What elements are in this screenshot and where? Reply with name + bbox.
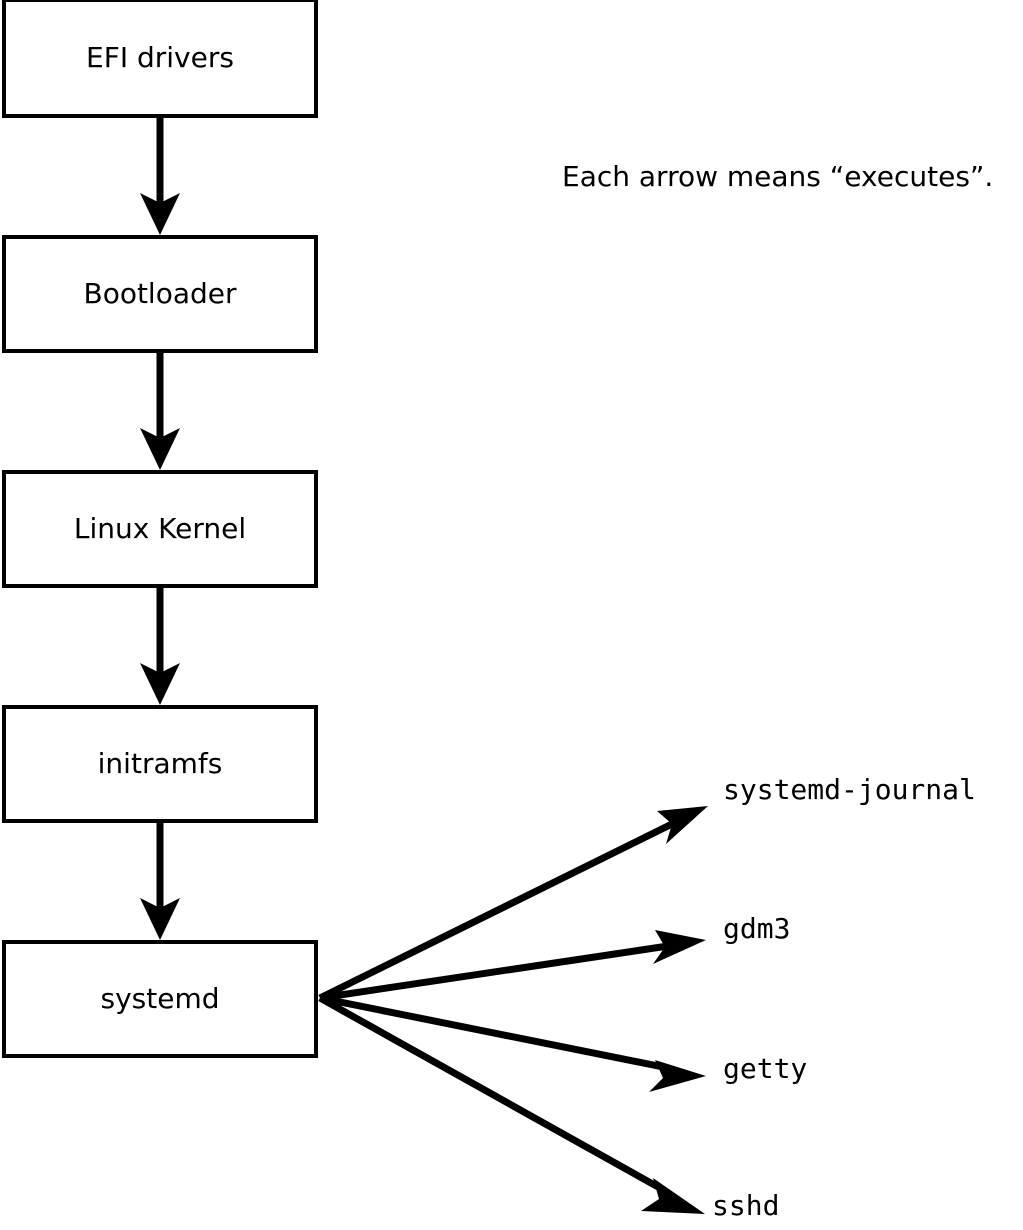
fanout-arrow-sshd (318, 994, 705, 1214)
stage-box-linux-kernel[interactable]: Linux Kernel (2, 470, 318, 588)
stage-label-bootloader: Bootloader (83, 277, 237, 310)
process-label-getty: getty (723, 1052, 808, 1085)
chain-arrow-initramfs-to-systemd (140, 823, 180, 940)
chain-arrow-kernel-to-initramfs (140, 588, 180, 705)
stage-box-initramfs[interactable]: initramfs (2, 705, 318, 823)
stage-label-systemd: systemd (100, 982, 220, 1015)
stage-label-initramfs: initramfs (97, 747, 223, 780)
stage-box-bootloader[interactable]: Bootloader (2, 235, 318, 353)
process-label-sshd: sshd (712, 1189, 780, 1222)
fanout-arrow-gdm3 (319, 930, 706, 1002)
stage-box-efi-drivers[interactable]: EFI drivers (2, 0, 318, 118)
chain-arrow-efi-to-bootloader (140, 118, 180, 235)
annotation-note: Each arrow means “executes”. (562, 160, 994, 193)
chain-arrow-bootloader-to-kernel (140, 353, 180, 470)
stage-box-systemd[interactable]: systemd (2, 940, 318, 1058)
stage-label-linux-kernel: Linux Kernel (73, 512, 247, 545)
fanout-arrow-systemd-journal (318, 806, 708, 1002)
process-label-systemd-journal: systemd-journal (723, 773, 976, 806)
stage-label-efi-drivers: EFI drivers (86, 41, 234, 74)
process-label-gdm3: gdm3 (723, 912, 791, 945)
fanout-arrow-getty (319, 994, 706, 1092)
